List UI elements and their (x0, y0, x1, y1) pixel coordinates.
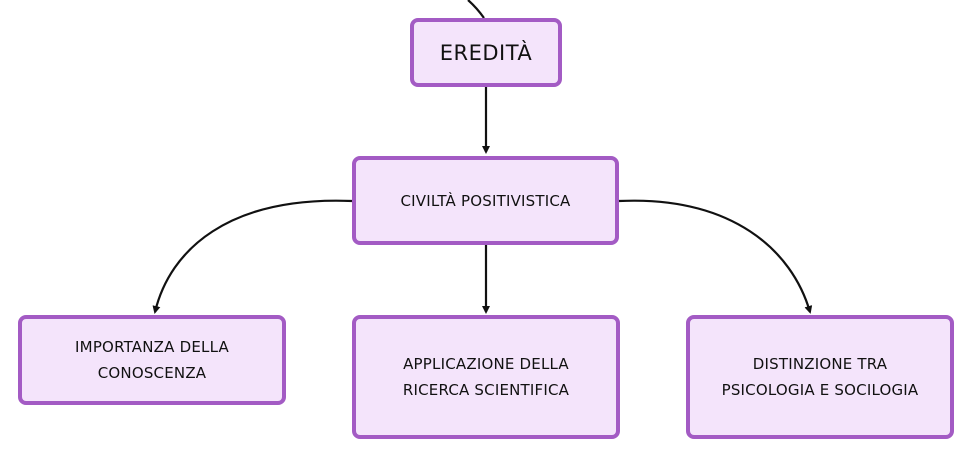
connector-civilta-to-importanza (152, 199, 353, 314)
node-civilta-positivistica-label: CIVILTÀ POSITIVISTICA (400, 191, 571, 210)
node-distinzione-line1: DISTINZIONE TRA (752, 355, 888, 373)
node-importanza-line1: IMPORTANZA DELLA (75, 338, 229, 356)
connector-offscreen-to-eredita (467, 0, 485, 19)
node-applicazione-ricerca-scientifica[interactable]: APPLICAZIONE DELLA RICERCA SCIENTIFICA (352, 315, 620, 439)
node-eredita-label: EREDITÀ (439, 40, 533, 65)
node-distinzione-psicologia-sociologia[interactable]: DISTINZIONE TRA PSICOLOGIA E SOCILOGIA (686, 315, 954, 439)
node-applicazione-line2: RICERCA SCIENTIFICA (402, 381, 570, 399)
node-importanza-della-conoscenza[interactable]: IMPORTANZA DELLA CONOSCENZA (18, 315, 286, 405)
connector-civilta-to-distinzione (618, 199, 813, 314)
node-importanza-line2: CONOSCENZA (97, 364, 207, 382)
node-applicazione-line1: APPLICAZIONE DELLA (403, 355, 569, 373)
node-eredita[interactable]: EREDITÀ (410, 18, 562, 87)
node-distinzione-line2: PSICOLOGIA E SOCILOGIA (721, 381, 919, 399)
node-civilta-positivistica[interactable]: CIVILTÀ POSITIVISTICA (352, 156, 619, 245)
